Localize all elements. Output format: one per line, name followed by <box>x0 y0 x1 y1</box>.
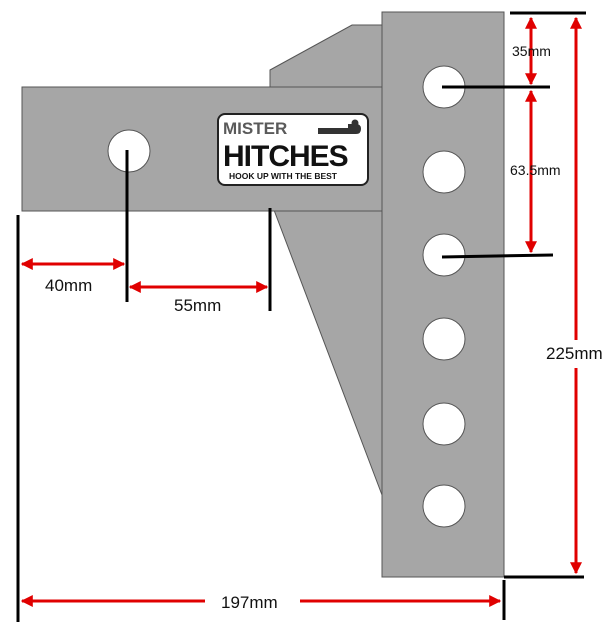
label-40mm: 40mm <box>45 276 92 295</box>
brand-logo: MISTER HITCHES HOOK UP WITH THE BEST <box>217 113 369 186</box>
hitch-ball-icon <box>318 124 361 134</box>
plate-hole <box>422 150 466 194</box>
hole3-reference-line <box>441 253 554 259</box>
plate-hole <box>422 317 466 361</box>
shank-pin-hole <box>107 129 151 173</box>
lower-brace <box>273 209 383 496</box>
plate-hole <box>422 233 466 277</box>
label-197mm: 197mm <box>221 593 278 612</box>
logo-tagline: HOOK UP WITH THE BEST <box>229 171 338 181</box>
reference-lines <box>16 11 586 622</box>
label-35mm: 35mm <box>512 43 551 59</box>
label-225mm: 225mm <box>546 344 603 363</box>
plate-hole <box>422 484 466 528</box>
logo-top-text: MISTER <box>223 119 287 138</box>
label-55mm: 55mm <box>174 296 221 315</box>
logo-main-text: HITCHES <box>223 140 348 173</box>
label-63-5mm: 63.5mm <box>510 162 561 178</box>
plate-hole <box>422 402 466 446</box>
top-gusset <box>269 24 383 89</box>
dimension-arrows <box>20 16 582 607</box>
plate-holes <box>422 65 466 528</box>
